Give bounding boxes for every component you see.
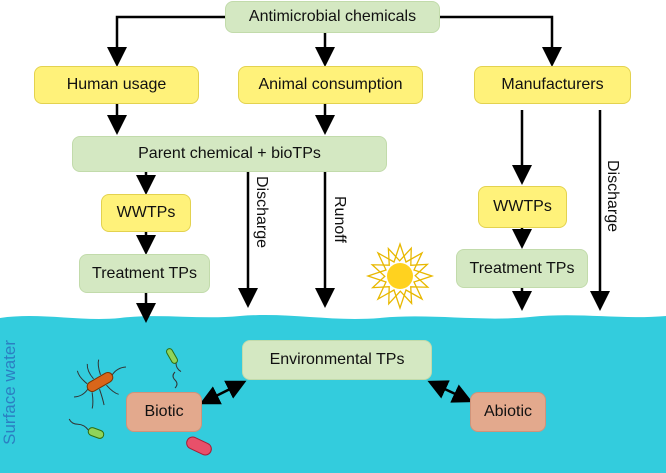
arrow-env-biotic: [199, 380, 247, 405]
surface-water: [0, 315, 666, 473]
surface-water-label: Surface water: [0, 340, 19, 445]
runoff-label: Runoff: [331, 196, 348, 243]
discharge-left-label: Discharge: [253, 176, 270, 249]
biotic-node: Biotic: [126, 392, 202, 432]
human-usage-node: Human usage: [34, 66, 199, 104]
arrow-source-to-human: [107, 15, 225, 67]
parent-chemical-node: Parent chemical + bioTPs: [72, 136, 387, 172]
bacterium-icon: [73, 359, 127, 409]
treatment-tps-right-node: Treatment TPs: [456, 249, 588, 288]
manufacturers-node: Manufacturers: [474, 66, 631, 104]
abiotic-node: Abiotic: [470, 392, 546, 432]
treatment-tps-left-node: Treatment TPs: [79, 254, 210, 293]
discharge-right-label: Discharge: [604, 160, 621, 233]
animal-consumption-node: Animal consumption: [238, 66, 423, 104]
bacterium-icon: [186, 436, 212, 456]
arrow-source-to-manufacturers: [440, 15, 562, 67]
wwtps-right-node: WWTPs: [478, 186, 567, 228]
wwtps-left-node: WWTPs: [101, 194, 191, 232]
bacterium-icon: [172, 371, 178, 389]
bacterium-icon: [166, 348, 182, 373]
antimicrobial-chemicals-node: Antimicrobial chemicals: [225, 1, 440, 33]
sun-icon: [365, 241, 435, 311]
arrow-env-abiotic: [427, 380, 473, 403]
bacterium-icon: [68, 418, 105, 439]
environmental-tps-node: Environmental TPs: [242, 340, 432, 380]
